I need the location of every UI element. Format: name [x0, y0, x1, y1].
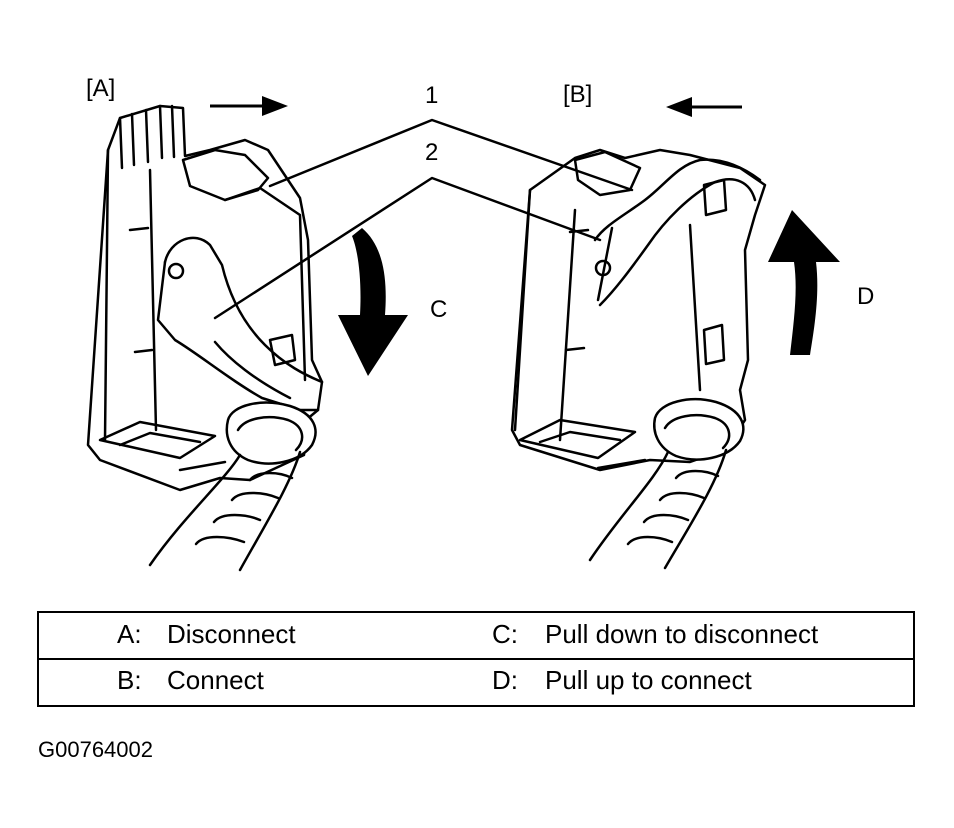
legend-divider — [39, 658, 913, 660]
arrow-right-icon — [210, 96, 288, 116]
arrow-up-icon — [768, 210, 840, 355]
connector-a-drawing — [86, 104, 324, 572]
label-c: C — [430, 296, 448, 323]
label-b: [B] — [563, 81, 593, 108]
legend-key: D: — [492, 665, 518, 695]
legend-desc: Pull down to disconnect — [545, 619, 819, 649]
label-a: [A] — [86, 75, 116, 102]
legend-key: C: — [492, 619, 518, 649]
connector-b-drawing — [510, 148, 767, 570]
callout-1: 1 — [425, 82, 439, 109]
legend-row: A: Disconnect C: Pull down to disconnect — [39, 621, 913, 657]
label-d: D — [857, 283, 875, 310]
arrow-left-icon — [666, 97, 742, 117]
arrow-down-icon — [338, 228, 408, 376]
figure-code: G00764002 — [38, 737, 153, 762]
legend-desc: Pull up to connect — [545, 665, 752, 695]
connector-illustration — [86, 96, 840, 572]
legend-desc: Connect — [167, 665, 264, 695]
callout-1-leader — [268, 118, 634, 192]
callout-2-leader — [213, 176, 602, 320]
legend-table: A: Disconnect C: Pull down to disconnect… — [37, 611, 915, 707]
legend-row: B: Connect D: Pull up to connect — [39, 667, 913, 703]
legend-key: A: — [117, 619, 142, 649]
legend-desc: Disconnect — [167, 619, 296, 649]
callout-2: 2 — [425, 139, 439, 166]
legend-key: B: — [117, 665, 142, 695]
